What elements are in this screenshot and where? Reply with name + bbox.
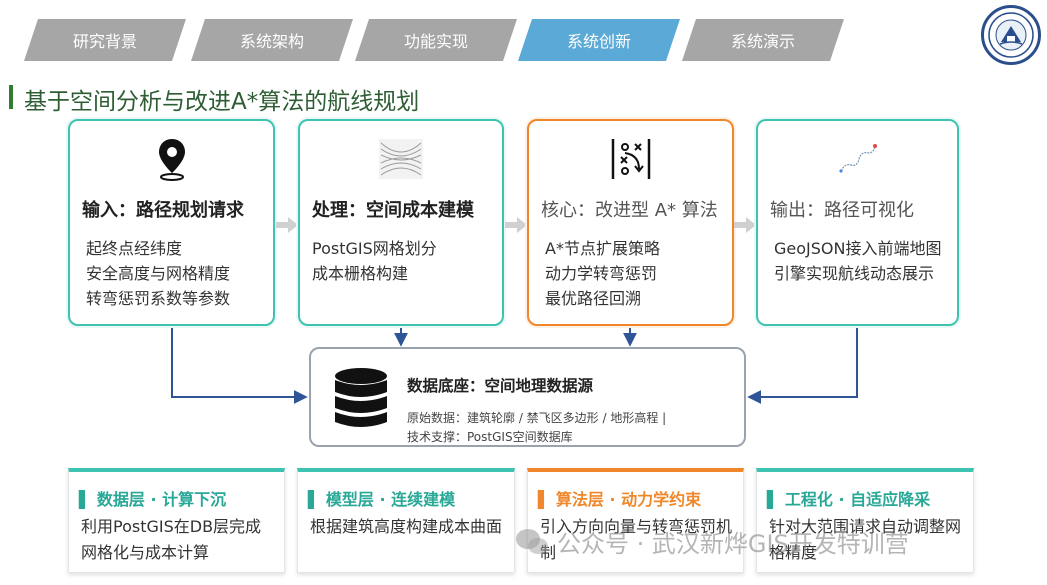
tab-research-background[interactable]: 研究背景 [24,19,186,61]
step-card-process: 处理：空间成本建模 PostGIS网格划分 成本栅格构建 [298,119,504,326]
feature-heading: ▌ 算法层 · 动力学约束 [538,490,702,509]
feature-body: 针对大范围请求自动调整网格精度 [769,517,962,562]
step-heading: 输出：路径可视化 [770,200,914,221]
step-detail-line: 最优路径回溯 [545,289,642,308]
step-detail-line: GeoJSON接入前端地图引擎实现航线动态展示 [774,239,942,283]
location-pin-icon [149,136,195,182]
step-detail-line: 转弯惩罚系数等参数 [86,289,231,308]
feature-card-algorithm-layer: ▌ 算法层 · 动力学约束 引入方向向量与转弯惩罚机制 [527,468,744,573]
university-emblem-icon [988,12,1034,58]
database-tech-support: 技术支撑：PostGIS空间数据库 [407,430,573,444]
step-details: 起终点经纬度 安全高度与网格精度 转弯惩罚系数等参数 [86,236,267,311]
feature-body: 利用PostGIS在DB层完成网格化与成本计算 [81,517,262,562]
tab-system-architecture[interactable]: 系统架构 [191,19,353,61]
data-foundation-box: 数据底座：空间地理数据源 原始数据：建筑轮廓 / 禁飞区多边形 / 地形高程 |… [309,347,746,447]
connector-input-to-db [171,326,308,404]
flow-arrow-icon [734,217,756,233]
step-detail-line: A*节点扩展策略 [545,239,660,258]
feature-card-data-layer: ▌ 数据层 · 计算下沉 利用PostGIS在DB层完成网格化与成本计算 [68,468,285,573]
step-detail-line: 成本栅格构建 [312,264,409,283]
step-details: GeoJSON接入前端地图引擎实现航线动态展示 [774,236,951,286]
step-card-input: 输入：路径规划请求 起终点经纬度 安全高度与网格精度 转弯惩罚系数等参数 [68,119,275,326]
flow-arrow-icon [276,217,298,233]
feature-heading: ▌ 模型层 · 连续建模 [308,490,456,509]
connector-output-to-db [747,326,858,404]
feature-card-engineering: ▌ 工程化 · 自适应降采 针对大范围请求自动调整网格精度 [756,468,974,573]
title-accent-bar [9,85,13,109]
cost-surface-icon [378,136,424,182]
tab-system-innovation[interactable]: 系统创新 [518,19,680,61]
step-detail-line: 起终点经纬度 [86,239,183,258]
route-map-icon [835,136,881,182]
step-heading: 核心：改进型 A* 算法 [541,200,718,221]
step-heading: 处理：空间成本建模 [312,200,474,221]
feature-card-model-layer: ▌ 模型层 · 连续建模 根据建筑高度构建成本曲面 [297,468,515,573]
feature-body: 引入方向向量与转弯惩罚机制 [540,517,733,562]
tab-system-demo[interactable]: 系统演示 [682,19,844,61]
database-raw-data: 原始数据：建筑轮廓 / 禁飞区多边形 / 地形高程 | [407,411,667,425]
step-card-output: 输出：路径可视化 GeoJSON接入前端地图引擎实现航线动态展示 [756,119,959,326]
step-detail-line: 动力学转弯惩罚 [545,264,658,283]
step-detail-line: PostGIS网格划分 [312,239,437,258]
step-details: A*节点扩展策略 动力学转弯惩罚 最优路径回溯 [545,236,726,311]
strategy-icon [608,136,654,182]
feature-body: 根据建筑高度构建成本曲面 [310,517,503,536]
step-card-core: 核心：改进型 A* 算法 A*节点扩展策略 动力学转弯惩罚 最优路径回溯 [527,119,734,326]
feature-heading: ▌ 工程化 · 自适应降采 [767,490,931,509]
step-details: PostGIS网格划分 成本栅格构建 [312,236,496,286]
university-logo [981,5,1041,65]
database-title: 数据底座：空间地理数据源 [407,377,594,395]
feature-heading: ▌ 数据层 · 计算下沉 [79,490,227,509]
page-title: 基于空间分析与改进A*算法的航线规划 [24,89,420,115]
tab-function-implementation[interactable]: 功能实现 [355,19,517,61]
database-icon [335,368,387,427]
flow-arrow-icon [505,217,527,233]
step-heading: 输入：路径规划请求 [82,200,244,221]
section-tab-bar: 研究背景 系统架构 功能实现 系统创新 系统演示 [24,19,860,61]
step-detail-line: 安全高度与网格精度 [86,264,231,283]
